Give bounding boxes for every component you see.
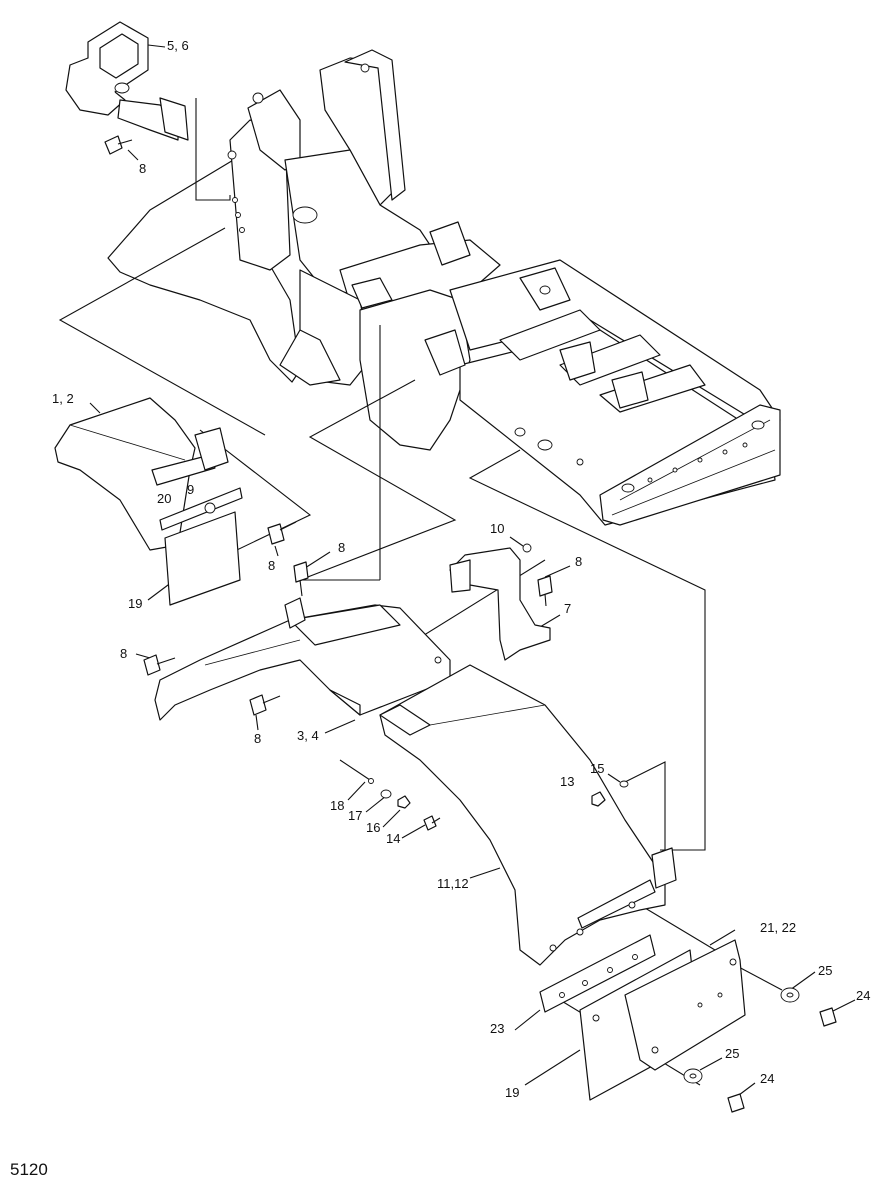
bolt-8-fender-front [267, 521, 297, 545]
callout-17: 17 [348, 808, 362, 823]
callout-11-12: 11,12 [437, 876, 469, 891]
hitch-box [65, 21, 189, 141]
callout-24-top: 24 [856, 988, 870, 1003]
bolt-24-top [819, 1007, 837, 1027]
callout-19-front: 19 [128, 596, 142, 611]
callout-1-2: 1, 2 [52, 391, 74, 406]
fender-11-12 [379, 664, 677, 966]
washer-25-bottom [683, 1068, 703, 1084]
bolt-8-fender-center-bottom [249, 694, 281, 716]
bolt-8-fender-center-top [293, 561, 309, 597]
callout-5-6: 5, 6 [167, 38, 189, 53]
bracket-21-22 [624, 939, 746, 1071]
callout-25-top: 25 [818, 963, 832, 978]
fender-3-4 [154, 597, 451, 721]
callout-8-center-left: 8 [120, 646, 127, 661]
callout-7: 7 [564, 601, 571, 616]
callout-8-fender-front: 8 [268, 558, 275, 573]
main-frame [107, 49, 781, 526]
callout-10: 10 [490, 521, 504, 536]
callout-13: 13 [560, 774, 574, 789]
callout-18: 18 [330, 798, 344, 813]
callout-14: 14 [386, 831, 400, 846]
bracket-7 [449, 547, 551, 661]
callout-3-4: 3, 4 [297, 728, 319, 743]
callout-23: 23 [490, 1021, 504, 1036]
callout-8-hitch: 8 [139, 161, 146, 176]
callout-15: 15 [590, 761, 604, 776]
callout-19-rear: 19 [505, 1085, 519, 1100]
fender-1-2 [54, 397, 243, 551]
callout-8-bracket: 8 [575, 554, 582, 569]
callout-8-center-bottom: 8 [254, 731, 261, 746]
callout-21-22: 21, 22 [760, 920, 796, 935]
figure-number: 5120 [10, 1160, 48, 1179]
nut-10 [522, 543, 532, 553]
callout-16: 16 [366, 820, 380, 835]
callout-24-bottom: 24 [760, 1071, 774, 1086]
mud-flap-19-front [164, 511, 241, 606]
callout-9: 9 [187, 482, 194, 497]
bolt-24-bottom [727, 1093, 745, 1113]
plate-23 [539, 934, 656, 1013]
callout-labels: 5, 6 8 1, 2 20 9 19 8 8 8 8 3, 4 10 8 7 … [52, 38, 870, 1100]
hardware-13-18 [368, 778, 629, 831]
bolt-8-top [104, 135, 133, 155]
bolt-8-bracket [537, 575, 553, 607]
callout-8-center-top: 8 [338, 540, 345, 555]
callout-25-bottom: 25 [725, 1046, 739, 1061]
bolt-8-fender-center-left [143, 654, 176, 676]
callout-20: 20 [157, 491, 171, 506]
washer-25-top [780, 987, 800, 1003]
